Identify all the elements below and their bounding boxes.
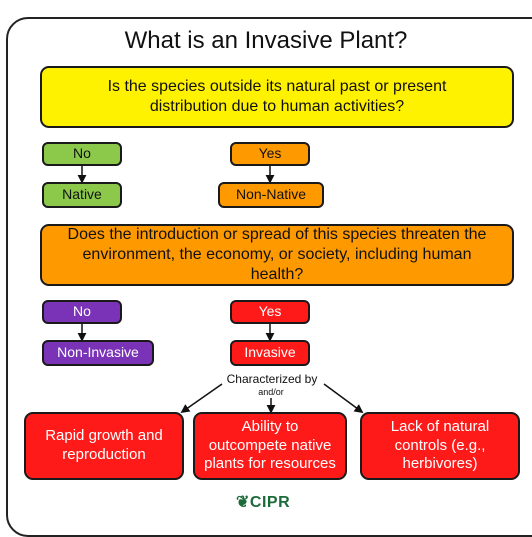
- answer-no-1-label: No: [73, 145, 91, 162]
- arrow-invasive-trait3: [323, 383, 364, 414]
- question-1-text: Is the species outside its natural past …: [107, 78, 447, 115]
- answer-yes-1: Yes: [230, 142, 310, 166]
- trait-outcompete: Ability to outcompete native plants for …: [193, 412, 347, 480]
- answer-no-2: No: [42, 300, 122, 324]
- trait-natural-controls: Lack of natural controls (e.g., herbivor…: [360, 412, 520, 480]
- trait-1-text: Rapid growth and reproduction: [45, 427, 163, 463]
- and-or-label: and/or: [258, 387, 284, 397]
- diagram-frame: What is an Invasive Plant? Is the specie…: [6, 17, 532, 537]
- answer-yes-2-label: Yes: [258, 303, 282, 320]
- characterized-by-label: Characterized by: [226, 372, 318, 386]
- diagram-title: What is an Invasive Plant?: [124, 27, 408, 54]
- question-1-box: Is the species outside its natural past …: [40, 66, 514, 128]
- brand-text: CIPR: [249, 494, 291, 511]
- trait-rapid-growth: Rapid growth and reproduction: [24, 412, 184, 480]
- answer-yes-1-label: Yes: [258, 145, 282, 162]
- result-non-native-label: Non-Native: [235, 186, 307, 203]
- arrow-invasive-trait1: [180, 383, 223, 414]
- result-non-invasive: Non-Invasive: [42, 340, 154, 366]
- result-native: Native: [42, 182, 122, 208]
- result-non-invasive-label: Non-Invasive: [57, 344, 139, 361]
- answer-no-1: No: [42, 142, 122, 166]
- trait-2-text: Ability to outcompete native plants for …: [204, 417, 336, 473]
- leaf-icon: ❦: [236, 494, 250, 511]
- answer-no-2-label: No: [73, 303, 91, 320]
- result-native-label: Native: [62, 186, 102, 203]
- result-invasive: Invasive: [230, 340, 310, 366]
- connector-arrows: [77, 166, 364, 414]
- result-non-native: Non-Native: [218, 182, 324, 208]
- question-2-box: Does the introduction or spread of this …: [40, 224, 514, 286]
- question-2-text: Does the introduction or spread of this …: [67, 226, 487, 283]
- answer-yes-2: Yes: [230, 300, 310, 324]
- brand-logo: ❦CIPR: [236, 492, 290, 512]
- result-invasive-label: Invasive: [244, 344, 296, 361]
- trait-3-text: Lack of natural controls (e.g., herbivor…: [390, 417, 490, 473]
